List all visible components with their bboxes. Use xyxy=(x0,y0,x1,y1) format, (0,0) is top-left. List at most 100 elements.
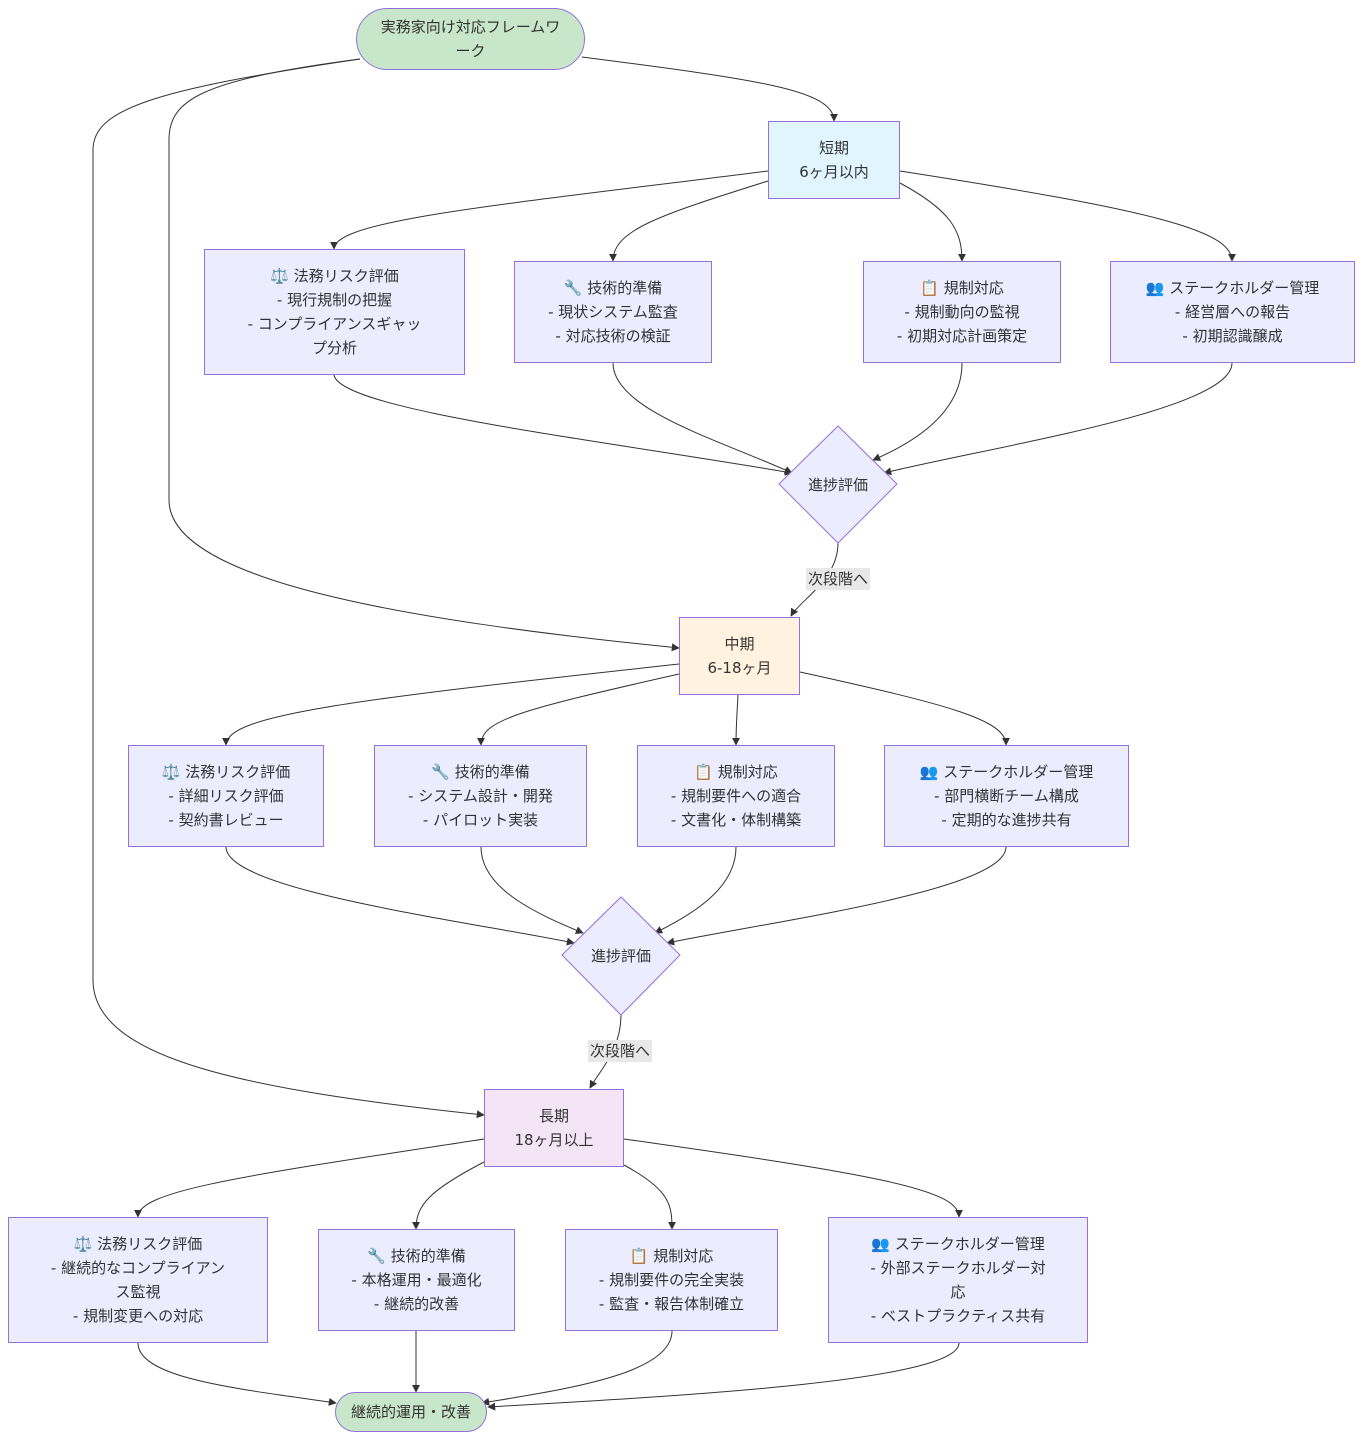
edge-stake2-dec2 xyxy=(666,846,1007,946)
task-title: 法務リスク評価 xyxy=(185,763,291,781)
edge-long-reg xyxy=(623,1164,676,1230)
people-icon: 👥 xyxy=(919,763,939,781)
task-line: - 継続的なコンプライアン xyxy=(50,1259,226,1277)
decision-2: 進捗評価 xyxy=(561,895,681,1015)
edge-tech2-dec2 xyxy=(480,846,584,934)
edge-legal1-dec1 xyxy=(333,374,793,476)
task-long-tech: 🔧 技術的準備 - 本格運用・最適化 - 継続的改善 xyxy=(318,1229,515,1331)
task-line: - 初期認識醸成 xyxy=(1182,327,1283,345)
task-line: - 経営層への報告 xyxy=(1174,303,1291,321)
task-title: ステークホルダー管理 xyxy=(943,763,1094,781)
task-line: - システム設計・開発 xyxy=(408,787,553,805)
wrench-icon: 🔧 xyxy=(367,1247,386,1265)
edge-legal3-end xyxy=(137,1342,337,1406)
task-title: 技術的準備 xyxy=(390,1247,466,1265)
task-title: ステークホルダー管理 xyxy=(894,1235,1045,1253)
phase-title: 短期 xyxy=(818,139,849,157)
phase-subtitle: 18ヶ月以上 xyxy=(514,1131,594,1149)
edge-short-reg xyxy=(899,182,966,262)
edge-mid-tech xyxy=(477,673,680,746)
edge-mid-legal xyxy=(222,663,680,746)
edge-start-long xyxy=(92,58,485,1119)
edge-reg2-dec2 xyxy=(654,846,737,934)
task-line: - 文書化・体制構築 xyxy=(670,811,802,829)
people-icon: 👥 xyxy=(871,1235,890,1253)
task-long-stake: 👥 ステークホルダー管理 - 外部ステークホルダー対 応 - ベストプラクティス… xyxy=(828,1217,1088,1343)
start-node: 実務家向け対応フレームワ ーク xyxy=(356,8,585,70)
edge-short-legal xyxy=(330,170,769,250)
edge-tech1-dec1 xyxy=(612,362,793,474)
edge-mid-stake xyxy=(799,671,1010,746)
task-line: ス監視 xyxy=(115,1283,161,1301)
task-title: 規制対応 xyxy=(717,763,778,781)
edge-start-mid xyxy=(168,58,680,652)
decision-diamond-2 xyxy=(561,896,681,1016)
task-line: - 規制変更への対応 xyxy=(72,1307,204,1325)
task-short-stake: 👥 ステークホルダー管理 - 経営層への報告 - 初期認識醸成 xyxy=(1110,261,1355,363)
task-line: - 部門横断チーム構成 xyxy=(934,787,1079,805)
edge-reg1-dec1 xyxy=(872,362,963,461)
clipboard-icon: 📋 xyxy=(629,1247,649,1265)
edge-legal2-dec2 xyxy=(225,846,575,946)
edge-short-stake xyxy=(899,170,1236,262)
task-line: - 規制動向の監視 xyxy=(904,303,1020,321)
edge-start-short xyxy=(581,56,838,122)
task-title: 法務リスク評価 xyxy=(97,1235,203,1253)
task-short-tech: 🔧 技術的準備 - 現状システム監査 - 対応技術の検証 xyxy=(514,261,712,363)
phase-short: 短期 6ヶ月以内 xyxy=(768,121,900,199)
decision-1: 進捗評価 xyxy=(778,424,898,544)
task-title: 技術的準備 xyxy=(454,763,530,781)
phase-long: 長期 18ヶ月以上 xyxy=(484,1089,624,1167)
task-long-reg: 📋 規制対応 - 規制要件の完全実装 - 監査・報告体制確立 xyxy=(565,1229,778,1331)
task-line: - 現行規制の把握 xyxy=(276,291,393,309)
decision-diamond-1 xyxy=(778,425,898,544)
edge-stake1-dec1 xyxy=(883,362,1233,476)
task-line: - 対応技術の検証 xyxy=(555,327,671,345)
people-icon: 👥 xyxy=(1145,279,1165,297)
scale-icon: ⚖️ xyxy=(161,763,181,781)
phase-subtitle: 6ヶ月以内 xyxy=(799,163,869,181)
task-mid-reg: 📋 規制対応 - 規制要件への適合 - 文書化・体制構築 xyxy=(637,745,835,847)
scale-icon: ⚖️ xyxy=(73,1235,93,1253)
edge-long-tech xyxy=(412,1161,485,1230)
clipboard-icon: 📋 xyxy=(920,279,939,297)
end-label: 継続的運用・改善 xyxy=(350,1403,471,1421)
edge-short-tech xyxy=(609,180,769,262)
wrench-icon: 🔧 xyxy=(431,763,450,781)
phase-mid: 中期 6-18ヶ月 xyxy=(679,617,800,695)
phase-subtitle: 6-18ヶ月 xyxy=(707,659,772,677)
task-line: - ベストプラクティス共有 xyxy=(870,1307,1046,1325)
task-line: - 監査・報告体制確立 xyxy=(598,1295,745,1313)
edge-label-next-1: 次段階へ xyxy=(805,568,871,590)
task-line: - コンプライアンスギャッ xyxy=(247,315,422,333)
edge-mid-reg xyxy=(732,694,741,746)
task-title: 法務リスク評価 xyxy=(293,267,399,285)
edge-label-next-2: 次段階へ xyxy=(587,1040,653,1062)
end-node: 継続的運用・改善 xyxy=(335,1392,487,1432)
task-line: - 現状システム監査 xyxy=(548,303,678,321)
phase-title: 長期 xyxy=(538,1107,569,1125)
edge-long-legal xyxy=(134,1138,485,1218)
start-label: 実務家向け対応フレームワ ーク xyxy=(380,18,561,60)
task-line: - パイロット実装 xyxy=(422,811,539,829)
task-short-reg: 📋 規制対応 - 規制動向の監視 - 初期対応計画策定 xyxy=(863,261,1061,363)
task-long-legal: ⚖️ 法務リスク評価 - 継続的なコンプライアン ス監視 - 規制変更への対応 xyxy=(8,1217,268,1343)
edge-reg3-end xyxy=(481,1330,673,1406)
decision-label: 進捗評価 xyxy=(590,946,651,965)
task-line: - 本格運用・最適化 xyxy=(351,1271,482,1289)
task-line: - 契約書レビュー xyxy=(168,811,284,829)
task-short-legal: ⚖️ 法務リスク評価 - 現行規制の把握 - コンプライアンスギャッ プ分析 xyxy=(204,249,465,375)
phase-title: 中期 xyxy=(724,635,755,653)
scale-icon: ⚖️ xyxy=(270,267,289,285)
task-line: - 継続的改善 xyxy=(373,1295,460,1313)
task-line: 応 xyxy=(950,1283,966,1301)
task-title: 規制対応 xyxy=(653,1247,714,1265)
task-mid-tech: 🔧 技術的準備 - システム設計・開発 - パイロット実装 xyxy=(374,745,587,847)
task-line: - 定期的な進捗共有 xyxy=(941,811,1072,829)
decision-label: 進捗評価 xyxy=(807,475,868,494)
task-line: プ分析 xyxy=(311,339,357,357)
task-title: 規制対応 xyxy=(943,279,1004,297)
task-line: - 外部ステークホルダー対 xyxy=(870,1259,1046,1277)
task-mid-legal: ⚖️ 法務リスク評価 - 詳細リスク評価 - 契約書レビュー xyxy=(128,745,324,847)
